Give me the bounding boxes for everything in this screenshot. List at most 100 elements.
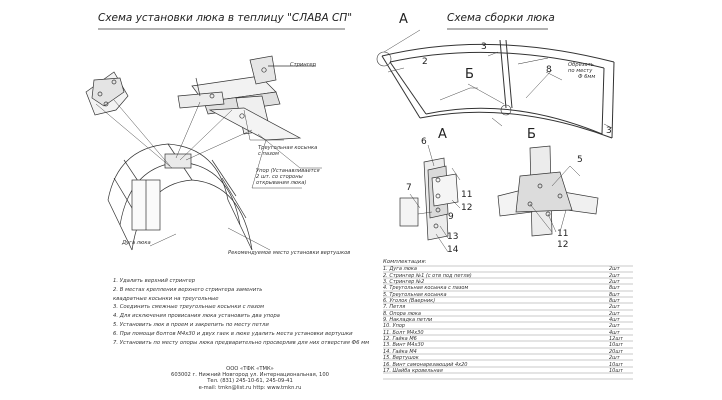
components-table-lines — [383, 265, 633, 380]
component-name: 12. Гайка М6 — [383, 336, 417, 343]
greenhouse-frame — [107, 143, 253, 251]
vent-assembly-arc — [376, 39, 615, 139]
step-4: 4. Для исключения провисания люка устано… — [113, 313, 280, 320]
component-qty: 4шт — [609, 317, 620, 324]
component-qty: 10шт — [609, 361, 623, 368]
callout-14: 14 — [447, 245, 459, 255]
component-qty: 2шт — [609, 279, 620, 286]
step-3: 3. Соединить смежные треугольные косынки… — [113, 304, 265, 311]
label-recommended-place: Рекомендуемое место установки вертушков — [228, 250, 351, 256]
component-name: 2. Стрингер №1 (с отв под петли) — [383, 272, 472, 279]
components-header: Комплектация: — [383, 259, 427, 265]
component-qty: 2шт — [609, 304, 620, 311]
detail-letter-b: Б — [465, 67, 474, 82]
callout-7: 7 — [406, 183, 412, 193]
component-row: 17. Шайба кровельная 10шт — [383, 368, 633, 374]
triangle-bracket-detail — [85, 71, 129, 116]
component-row: 12. Гайка М6 12шт — [383, 336, 633, 342]
detail-b-title: Б — [527, 127, 536, 142]
step-7: 7. Установить по месту опоры люка предва… — [113, 339, 370, 346]
callout-6: 6 — [421, 137, 427, 147]
left-title: Схема установки люка в теплицу "СЛАВА СП… — [98, 12, 353, 24]
step-5: 5. Установить люк в проем и закрепить по… — [113, 321, 269, 328]
label-stringer: Стрингер — [290, 62, 316, 68]
component-name: 1. Дуга люка — [383, 266, 417, 273]
callout-13: 13 — [447, 232, 459, 242]
detail-b — [497, 145, 599, 237]
step-1: 1. Удалить верхний стрингер — [113, 278, 196, 284]
component-row: 14. Гайка М4 20шт — [383, 349, 633, 355]
component-name: 8. Опора люка — [383, 310, 421, 317]
component-qty: 2шт — [609, 272, 620, 279]
callout-2: 2 — [422, 57, 428, 67]
component-name: 17. Шайба кровельная — [383, 367, 443, 374]
callout-11b: 11 — [557, 229, 569, 239]
callout-5: 5 — [577, 155, 583, 165]
component-name: 16. Винт самонарезающий 4х20 — [383, 361, 468, 368]
component-row: 8. Опора люка 2шт — [383, 311, 633, 317]
callout-9: 9 — [448, 212, 454, 222]
company-name: ООО «ТФК «ТМК» — [226, 366, 274, 372]
vent-window — [164, 153, 192, 169]
component-name: 3. Стрингер №2 — [383, 279, 425, 286]
component-name: 10. Упор — [383, 323, 406, 330]
component-qty: 10шт — [609, 342, 623, 349]
component-qty: 20шт — [609, 348, 623, 355]
label-stop: Упор (Устанавливается 2 шт. со стороны о… — [256, 168, 320, 186]
component-row: 7. Петля 2шт — [383, 304, 633, 310]
component-qty: 2шт — [609, 355, 620, 362]
component-name: 14. Гайка М4 — [383, 348, 417, 355]
component-row: 11. Болт М4х30 4шт — [383, 330, 633, 336]
callout-12b: 12 — [557, 240, 569, 250]
component-row: 16. Винт самонарезающий 4х20 10шт — [383, 362, 633, 368]
component-name: 7. Петля — [383, 304, 406, 311]
component-row: 6. Уголок (Ваерник) 8шт — [383, 298, 633, 304]
component-name: 9. Накладка петли — [383, 317, 433, 324]
company-web: e-mail: tmkn@list.ru http: www.tmkn.ru — [198, 384, 302, 391]
component-row: 3. Стрингер №2 2шт — [383, 279, 633, 285]
component-name: 15. Вертушок — [383, 355, 419, 362]
component-name: 4. Треугольная косынка с пазом — [383, 285, 469, 292]
component-row: 2. Стрингер №1 (с отв под петли) 2шт — [383, 273, 633, 279]
detail-a — [399, 157, 459, 241]
component-qty: 2шт — [609, 266, 620, 273]
component-row: 4. Треугольная косынка с пазом 8шт — [383, 285, 633, 291]
right-title: Схема сборки люка — [447, 12, 555, 24]
component-qty: 8шт — [609, 285, 620, 292]
company-info: ООО «ТФК «ТМК» 603002 г. Нижний Новгород… — [140, 366, 360, 391]
detail-a-title: А — [438, 127, 447, 142]
detail-letter-a: А — [399, 12, 408, 27]
company-phone: Тел. (831) 245-10-61, 245-09-41 — [207, 378, 293, 385]
component-name: 11. Болт М4х30 — [383, 329, 424, 336]
component-name: 6. Уголок (Ваерник) — [383, 298, 436, 305]
component-name: 13. Винт М4х30 — [383, 342, 424, 349]
component-row: 15. Вертушок 2шт — [383, 355, 633, 361]
callout-12a: 12 — [461, 203, 473, 213]
company-address: 603002 г. Нижний Новгород ул. Интернацио… — [171, 372, 329, 379]
component-row: 13. Винт М4х30 10шт — [383, 342, 633, 348]
component-qty: 8шт — [609, 291, 620, 298]
step-2: 2. В местах крепления верхнего стрингера… — [113, 286, 263, 293]
callout-3: 3 — [481, 42, 487, 52]
label-vent-arc: Дуга люка — [122, 240, 151, 246]
step-6: 6. При помощи болтов М4х30 и двух гаек в… — [113, 330, 353, 337]
callout-8: 8 — [546, 65, 552, 75]
component-qty: 8шт — [609, 298, 620, 305]
component-qty: 2шт — [609, 310, 620, 317]
component-qty: 12шт — [609, 336, 623, 343]
component-row: 1. Дуга люка 2шт — [383, 266, 633, 272]
component-name: 5. Треугольная косынка — [383, 291, 447, 298]
component-qty: 10шт — [609, 367, 623, 374]
step-2b: квадратные косынки на треугольные — [113, 295, 219, 302]
installation-steps: 1. Удалить верхний стрингер 2. В местах … — [113, 277, 369, 347]
component-row: 5. Треугольная косынка 8шт — [383, 292, 633, 298]
callout-11a: 11 — [461, 190, 473, 200]
component-qty: 4шт — [609, 329, 620, 336]
component-row: 9. Накладка петли 4шт — [383, 317, 633, 323]
callout-3b: 3 — [606, 126, 612, 136]
label-trim: Обрезать по месту Ф 6мм — [568, 62, 596, 80]
vent-bracket-detail — [177, 55, 316, 141]
